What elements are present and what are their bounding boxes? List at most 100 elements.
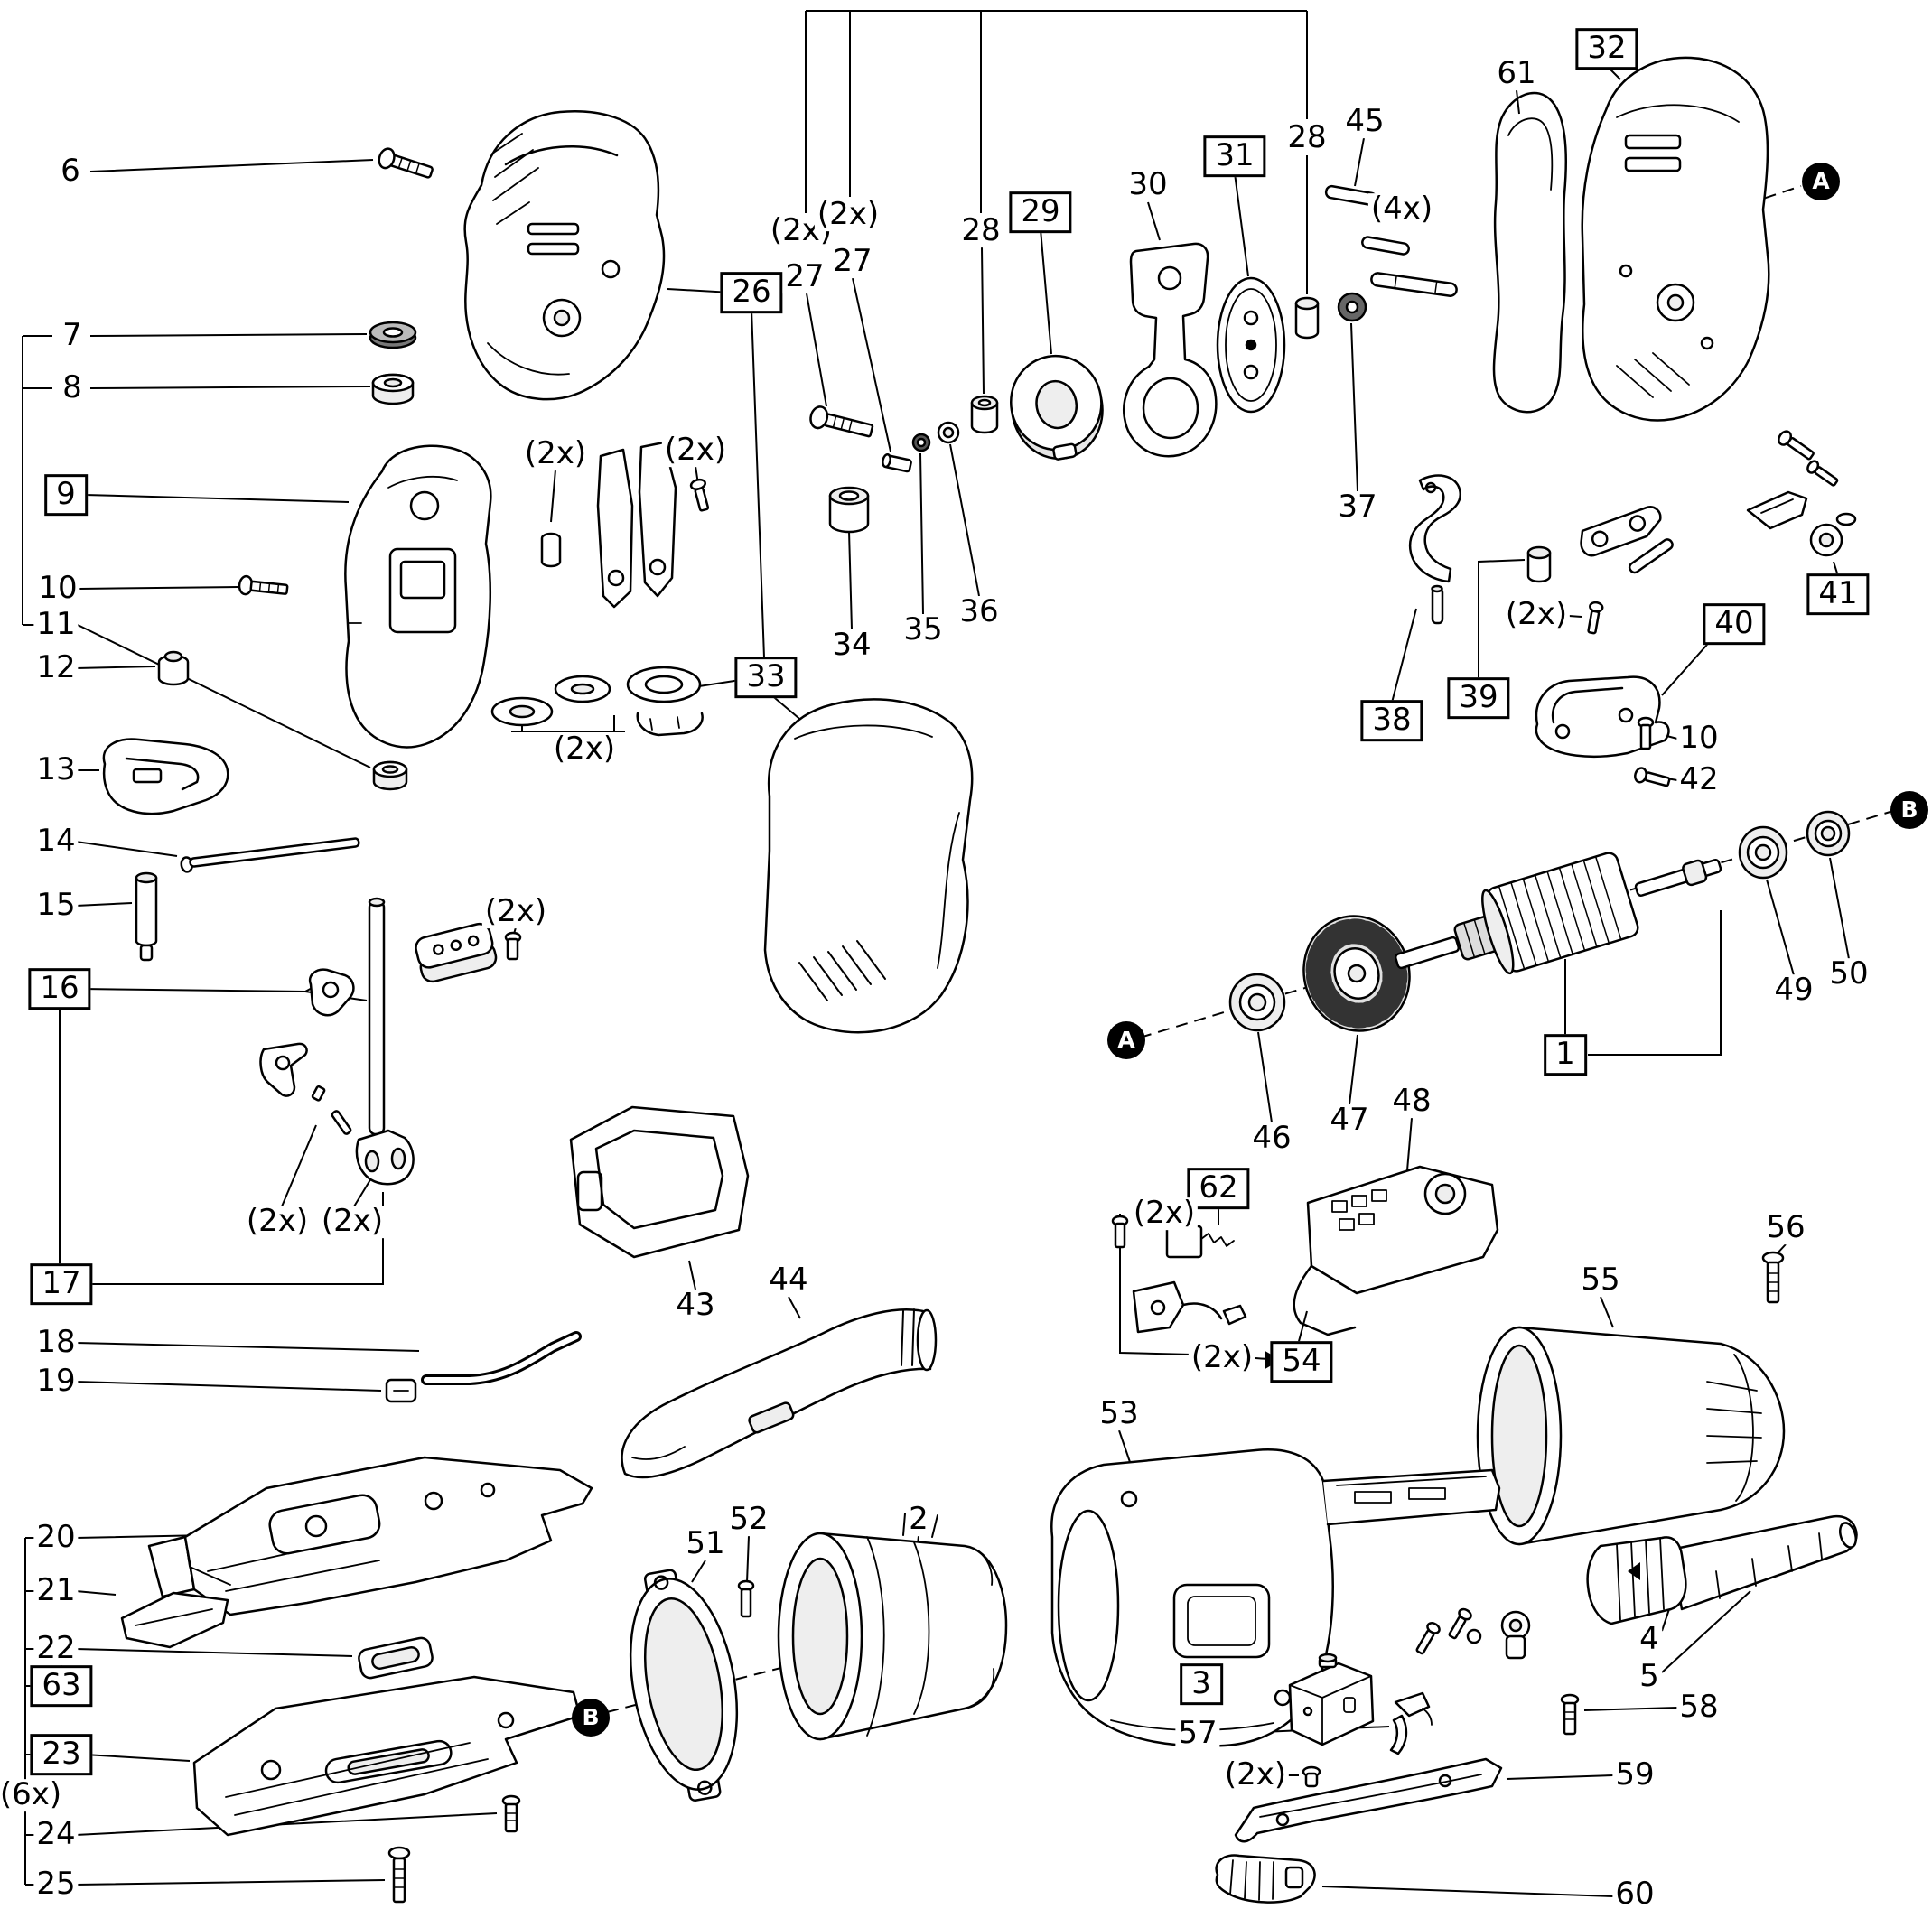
part-label-text: 7	[62, 317, 82, 354]
part-label-55: 55	[1578, 1263, 1623, 1297]
part-label-26: 26	[720, 272, 783, 313]
part-label-text: 17	[42, 1265, 81, 1302]
part-label-33: 33	[734, 657, 798, 698]
part-label-text: 28	[961, 212, 1001, 249]
part-label-54: 54	[1270, 1341, 1333, 1383]
part-label-17qb: (2x)	[318, 1205, 387, 1238]
part-bushing-34	[828, 486, 870, 534]
part-label-text: 21	[36, 1572, 76, 1609]
part-label-text: 14	[36, 823, 76, 860]
part-label-text: 18	[36, 1324, 76, 1361]
part-label-47: 47	[1327, 1103, 1372, 1137]
part-handle-44	[621, 1308, 938, 1479]
part-label-22: 22	[33, 1630, 79, 1667]
part-label-text: 24	[36, 1816, 76, 1853]
part-label-48: 48	[1389, 1083, 1434, 1120]
part-label-8: 8	[60, 371, 85, 405]
part-block-19	[385, 1378, 417, 1403]
part-hook-60	[1215, 1854, 1316, 1904]
part-label-text: 44	[769, 1262, 808, 1299]
part-bearing-46	[1228, 973, 1286, 1032]
part-pin-16a	[311, 1085, 326, 1102]
part-label-text: 54	[1282, 1343, 1321, 1380]
part-label-text: 13	[36, 751, 76, 788]
part-lever-57	[1389, 1691, 1433, 1755]
part-label-text: 10	[1679, 720, 1719, 757]
part-stator-2	[777, 1512, 1008, 1741]
part-label-17qa: (2x)	[243, 1205, 312, 1238]
part-label-text: (2x)	[1133, 1195, 1196, 1232]
part-label-37: 37	[1335, 490, 1380, 524]
part-label-text: 41	[1818, 575, 1858, 612]
part-label-9qa: (2x)	[521, 437, 590, 470]
part-label-23: 23	[30, 1734, 93, 1775]
part-label-35: 35	[901, 613, 946, 647]
part-label-text: 22	[36, 1630, 76, 1667]
part-screw-52	[737, 1579, 755, 1618]
part-label-45q: (4x)	[1367, 192, 1436, 226]
part-label-30: 30	[1125, 168, 1171, 201]
part-chip-guard-43	[569, 1105, 750, 1259]
part-label-text: 29	[1021, 193, 1060, 230]
part-label-text: 25	[36, 1866, 76, 1903]
part-label-text: 26	[732, 274, 771, 311]
part-label-56: 56	[1763, 1209, 1808, 1246]
part-label-13: 13	[33, 751, 79, 788]
part-label-text: 46	[1252, 1120, 1292, 1157]
part-label-52: 52	[726, 1503, 771, 1536]
part-label-text: 58	[1679, 1689, 1719, 1726]
part-base-assembly-20	[147, 1456, 593, 1616]
part-label-31: 31	[1203, 135, 1266, 177]
part-disc-31	[1216, 276, 1286, 414]
part-label-text: 16	[40, 970, 79, 1007]
part-label-text: 61	[1497, 55, 1536, 92]
part-label-text: 38	[1372, 702, 1412, 739]
part-label-59: 59	[1612, 1758, 1657, 1792]
section-marker-b: B	[572, 1699, 610, 1737]
part-label-text: 31	[1215, 137, 1255, 174]
part-block-16	[415, 922, 498, 983]
part-bearing-49	[1738, 825, 1788, 880]
part-label-39q: (2x)	[1502, 596, 1571, 633]
part-label-text: (2x)	[484, 893, 547, 930]
part-label-2: 2	[906, 1503, 931, 1536]
part-label-text: 5	[1639, 1658, 1659, 1695]
part-label-text: A	[1812, 167, 1830, 194]
part-label-text: 48	[1392, 1083, 1432, 1120]
part-label-36: 36	[957, 595, 1002, 629]
part-label-61: 61	[1494, 55, 1539, 92]
part-label-text: (2x)	[1505, 596, 1568, 633]
part-label-28a: 28	[958, 212, 1003, 249]
part-pin-27	[882, 452, 912, 473]
part-label-60: 60	[1612, 1877, 1657, 1909]
part-label-16q: (2x)	[481, 893, 550, 930]
part-label-text: 6	[61, 153, 80, 190]
part-label-text: 34	[832, 627, 872, 664]
part-label-text: 4	[1639, 1621, 1659, 1658]
part-label-text: (2x)	[1190, 1339, 1254, 1376]
part-armature-shaft	[1394, 852, 1722, 975]
part-label-32: 32	[1575, 28, 1638, 70]
section-marker-b: B	[1890, 791, 1928, 829]
part-label-9: 9	[44, 474, 88, 516]
part-label-27bq: (2x)	[814, 198, 882, 231]
section-marker-a: A	[1802, 163, 1840, 200]
part-label-62: 62	[1187, 1168, 1250, 1209]
part-label-14: 14	[33, 823, 79, 860]
part-label-33q: (2x)	[550, 732, 619, 766]
part-label-27a: 27	[782, 260, 827, 293]
part-label-25: 25	[33, 1866, 79, 1903]
part-label-text: 20	[36, 1519, 76, 1556]
part-bushing-28	[970, 395, 999, 434]
part-label-text: 56	[1766, 1209, 1806, 1246]
part-label-text: 53	[1099, 1395, 1139, 1432]
part-label-text: 63	[42, 1667, 81, 1704]
part-label-text: 42	[1679, 761, 1719, 798]
section-marker-a: A	[1107, 1021, 1145, 1059]
part-label-text: B	[1900, 796, 1918, 823]
part-bracket-16	[308, 968, 355, 1017]
part-washer-36	[937, 421, 960, 444]
part-clamp-levers	[540, 441, 710, 609]
part-label-34: 34	[829, 627, 874, 664]
